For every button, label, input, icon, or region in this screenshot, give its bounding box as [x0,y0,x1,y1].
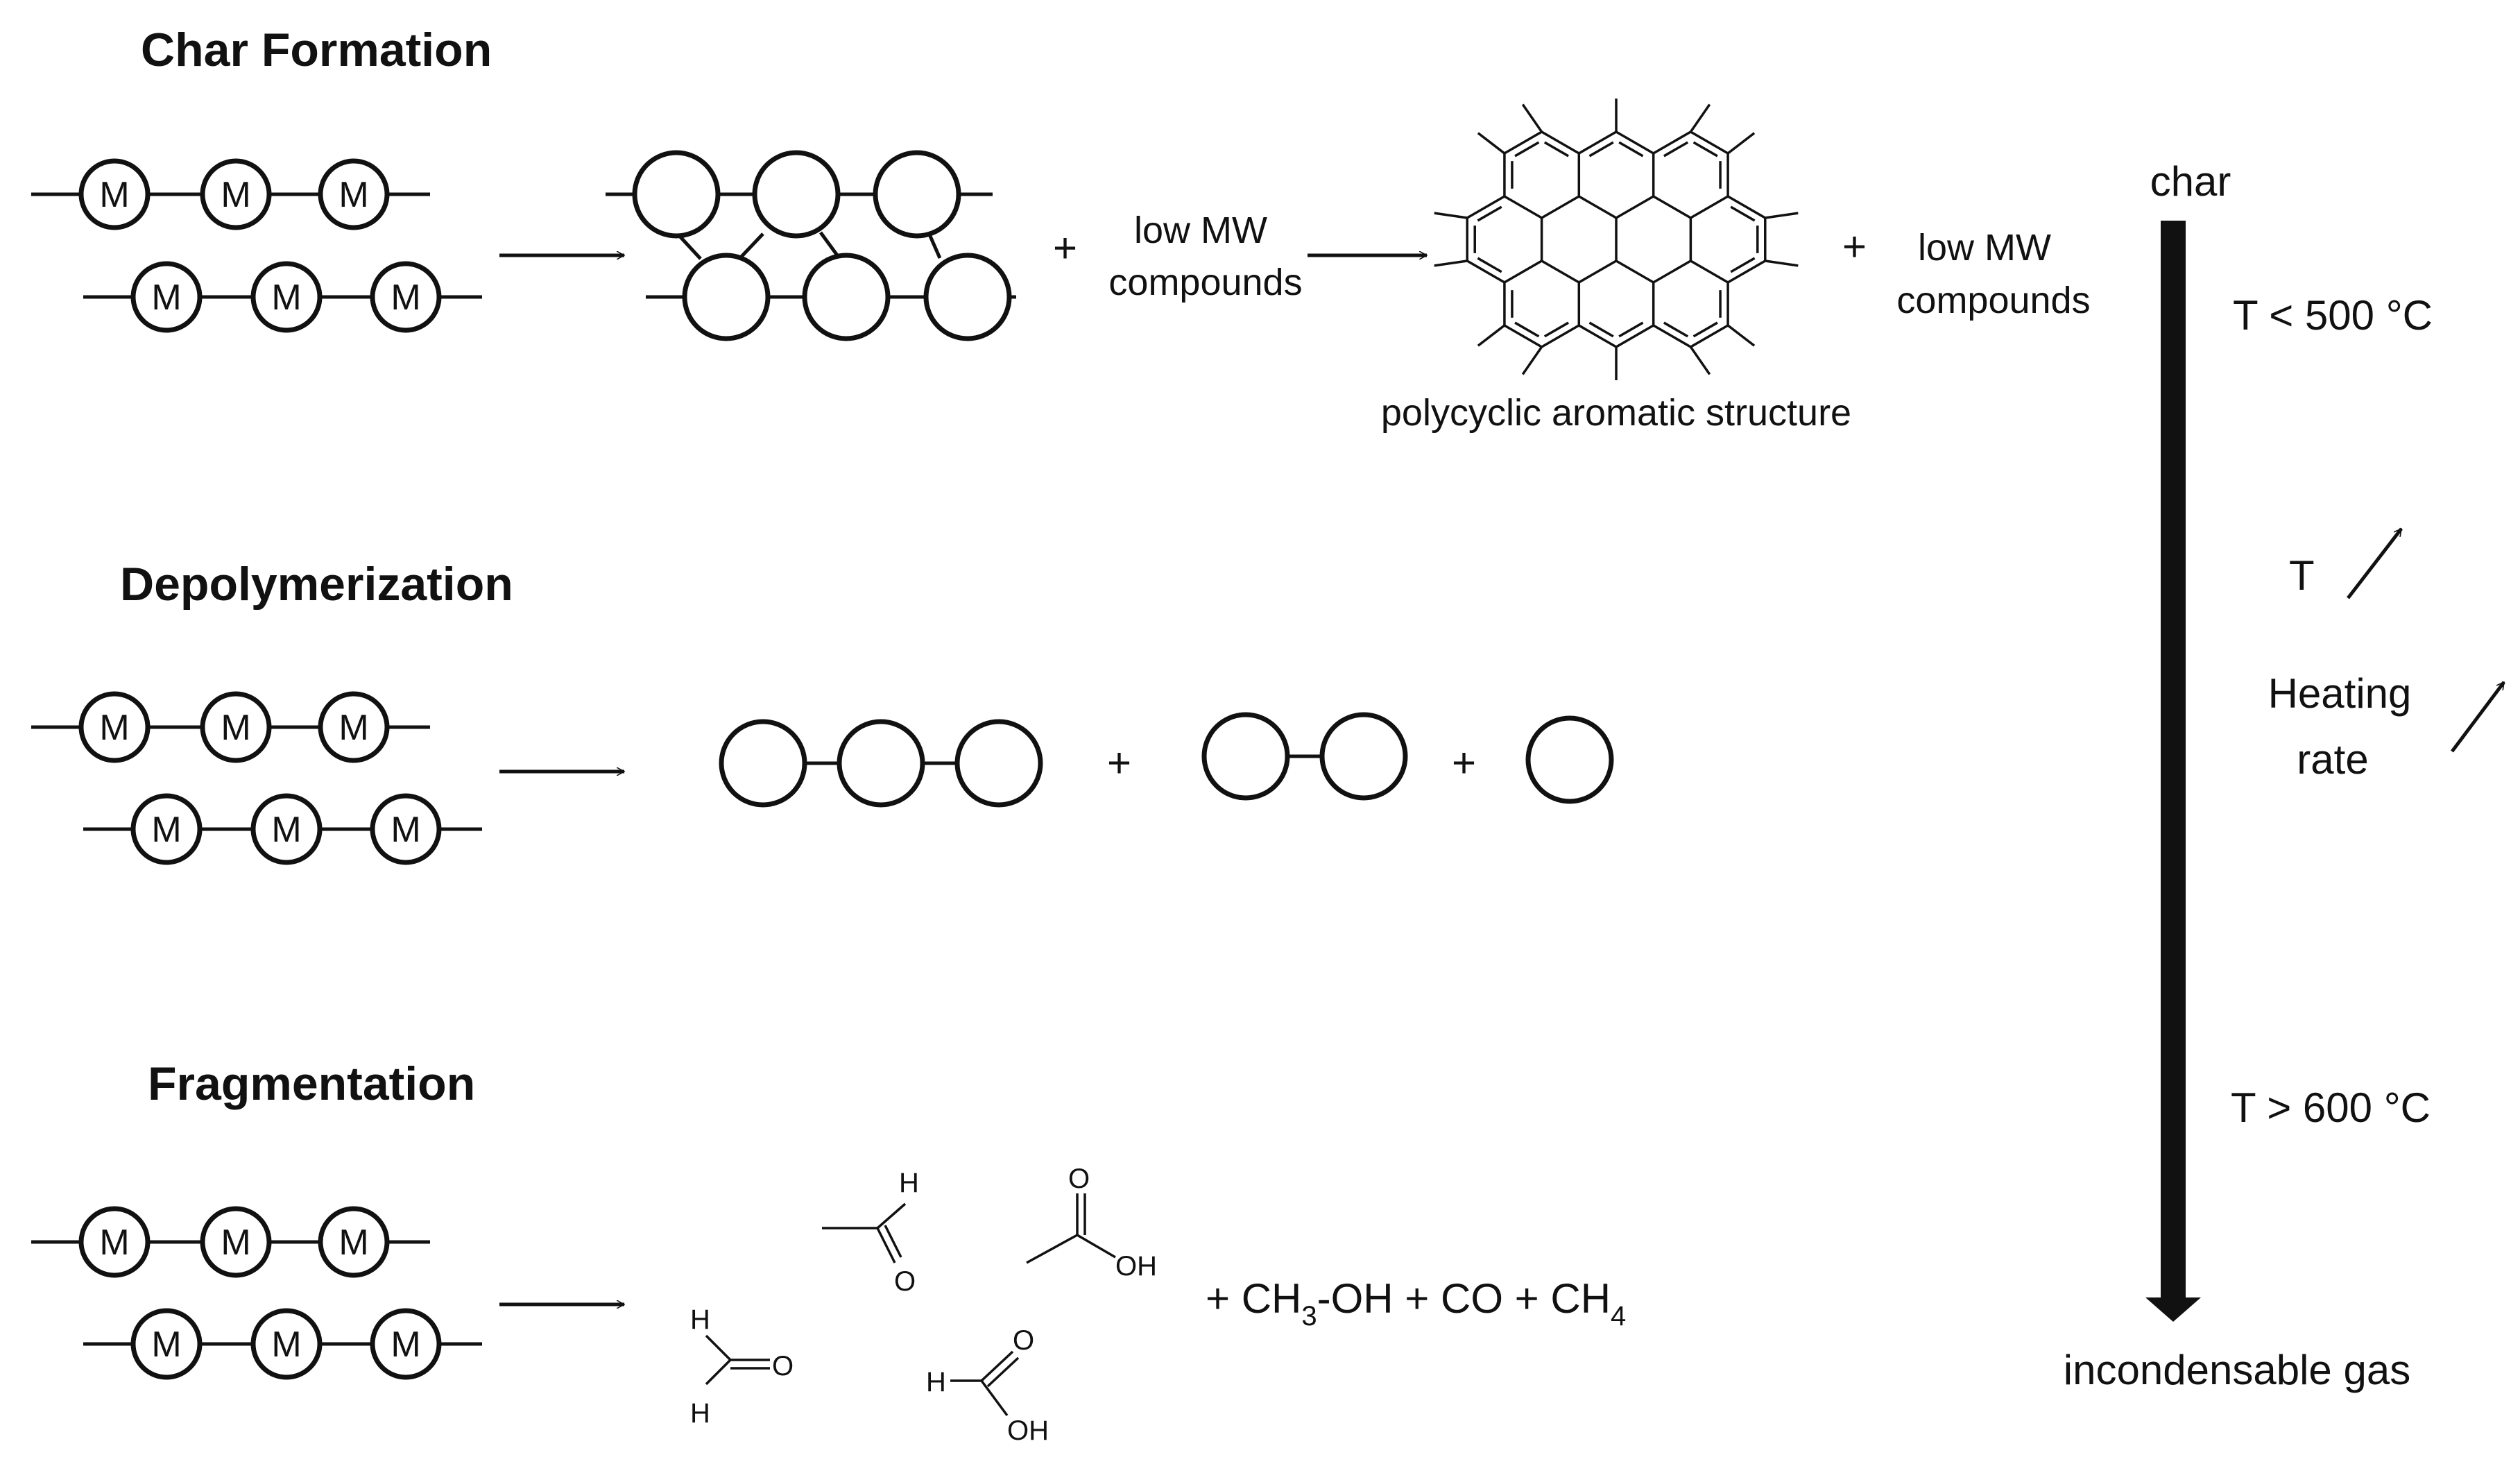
monomer-chain-depolymerization: M M M M M M [31,691,482,865]
char-bottom-monomer-letter-2: M [271,278,301,318]
atom-o: O [772,1351,794,1381]
plus-depoly-2: + [1452,740,1476,786]
depoly-bottom-monomer-letter-3: M [391,810,420,850]
depoly-bottom-monomer-3 [370,793,442,865]
frag-bottom-monomer-2 [250,1308,323,1380]
frag-top-monomer-letter-1: M [99,1223,129,1263]
acetaldehyde-molecule: H O [822,1168,919,1297]
char-bottom-monomer-2 [250,261,323,333]
depoly-bottom-monomer-1 [130,793,203,865]
depoly-bottom-monomer-letter-2: M [271,810,301,850]
pah-caption: polycyclic aromatic structure [1381,392,1851,434]
frag-top-monomer-2 [200,1206,272,1278]
acetic-acid-molecule: O OH [1026,1164,1157,1282]
trimer-ring-2 [837,719,925,808]
scale-top-label: char [2150,158,2231,205]
depoly-top-monomer-2 [200,691,272,763]
plus-char-2: + [1842,223,1867,270]
depoly-top-monomer-letter-3: M [338,708,368,748]
ring-bottom-1 [682,253,771,341]
char-bottom-monomer-3 [370,261,442,333]
depoly-top-monomer-1 [78,691,151,763]
atom-h: H [926,1367,946,1397]
depoly-top-monomer-letter-1: M [99,708,129,748]
atom-oh: OH [1115,1251,1157,1282]
heating-rate-label-line-1: Heating [2268,670,2412,717]
char-top-monomer-1 [78,158,151,230]
atom-h: H [690,1398,710,1429]
frag-top-monomer-letter-3: M [338,1223,368,1263]
frag-bottom-monomer-letter-1: M [151,1325,181,1365]
low-mw-label-2-line-1: low MW [1918,227,2051,269]
plus-depoly-1: + [1107,740,1131,786]
t-increase-arrow [2347,527,2403,599]
char-top-monomer-letter-2: M [221,175,250,215]
char-bottom-monomer-1 [130,261,203,333]
frag-bottom-monomer-letter-2: M [271,1325,301,1365]
depoly-bottom-monomer-letter-1: M [151,810,181,850]
monomer-ring [1525,715,1614,804]
scale-bar [2161,221,2186,1306]
scale-arrowhead [2145,1297,2201,1322]
atom-o: O [894,1266,916,1297]
atom-o: O [1068,1164,1090,1194]
char-bottom-monomer-letter-3: M [391,278,420,318]
monomer-chain-fragmentation: M M M M M M [31,1206,482,1380]
polycyclic-aromatic-structure [1434,99,1799,380]
dimer-ring-2 [1319,712,1408,801]
low-temp-label: T < 500 °C [2233,292,2433,339]
plus-char-1: + [1053,225,1077,271]
char-top-monomer-2 [200,158,272,230]
trimer-ring-3 [954,719,1043,808]
heading-fragmentation: Fragmentation [148,1057,475,1110]
low-mw-label-1-line-2: compounds [1108,262,1302,303]
ring-bottom-2 [802,253,891,341]
gas-products-formula: + CH3-OH + CO + CH4 [1206,1275,1626,1331]
formic-acid-molecule: H O OH [926,1325,1049,1446]
crosslinked-polymer [606,150,1016,341]
depolymerization-products [719,712,1614,808]
frag-top-monomer-1 [78,1206,151,1278]
monomer-chain-char-formation: M M M M M M [31,158,482,333]
ring-top-2 [752,150,841,239]
char-bottom-monomer-letter-1: M [151,278,181,318]
char-top-monomer-3 [318,158,390,230]
char-top-monomer-letter-3: M [338,175,368,215]
ring-top-3 [873,150,961,239]
heading-char-formation: Char Formation [141,24,492,76]
t-label: T [2289,552,2315,599]
high-temp-label: T > 600 °C [2231,1084,2431,1131]
frag-top-monomer-3 [318,1206,390,1278]
dimer-ring-1 [1201,712,1290,801]
atom-h: H [899,1168,919,1198]
low-mw-label-2-line-2: compounds [1896,280,2090,321]
depoly-bottom-monomer-2 [250,793,323,865]
frag-bottom-monomer-3 [370,1308,442,1380]
heading-depolymerization: Depolymerization [120,558,513,611]
heating-rate-label-line-2: rate [2297,736,2368,783]
atom-o: O [1013,1325,1034,1356]
atom-oh: OH [1007,1415,1049,1446]
scale-bottom-label: incondensable gas [2064,1347,2410,1393]
frag-bottom-monomer-letter-3: M [391,1325,420,1365]
frag-top-monomer-letter-2: M [221,1223,250,1263]
depoly-top-monomer-3 [318,691,390,763]
frag-bottom-monomer-1 [130,1308,203,1380]
depoly-top-monomer-letter-2: M [221,708,250,748]
heating-rate-increase-arrow [2451,681,2505,753]
low-mw-label-1-line-1: low MW [1134,210,1267,251]
ring-bottom-3 [923,253,1012,341]
char-top-monomer-letter-1: M [99,175,129,215]
trimer-ring-1 [719,719,807,808]
atom-h: H [690,1304,710,1335]
ring-top-1 [632,150,721,239]
formaldehyde-molecule: H H O [690,1304,794,1429]
